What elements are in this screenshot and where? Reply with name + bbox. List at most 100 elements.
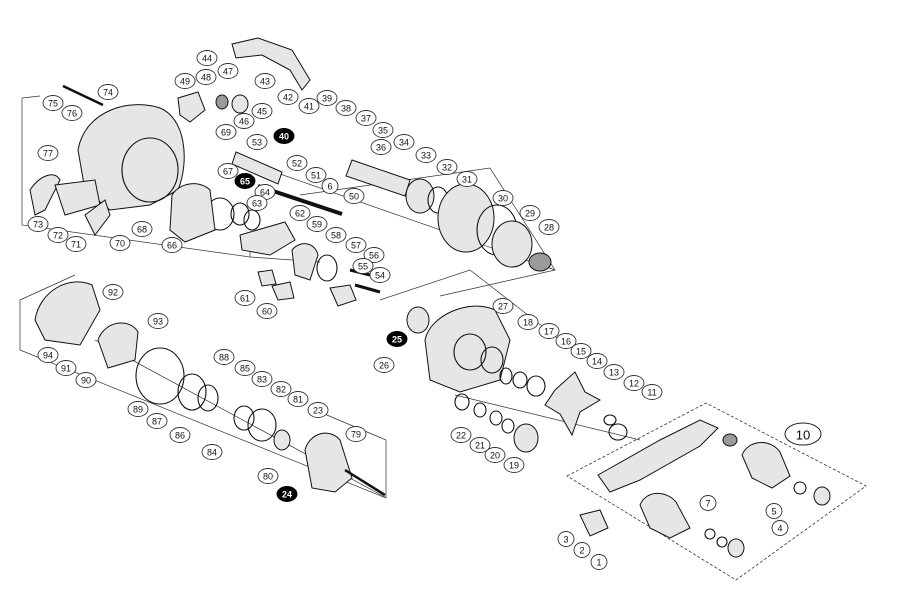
callout-bubble bbox=[286, 155, 308, 171]
callout-bubble bbox=[306, 216, 328, 232]
callout-label: 38 bbox=[341, 104, 351, 114]
callout-label: 53 bbox=[252, 138, 262, 148]
callout-32: 32 bbox=[436, 159, 458, 175]
callout-6: 6 bbox=[321, 178, 339, 194]
callout-bubble bbox=[557, 531, 575, 547]
group-label-handle-assembly: 10 bbox=[784, 422, 822, 446]
callout-label: 13 bbox=[609, 368, 619, 378]
callout-81: 81 bbox=[287, 391, 309, 407]
callout-bubble bbox=[386, 331, 408, 347]
callout-label: 74 bbox=[103, 88, 113, 98]
callout-bubble bbox=[256, 303, 278, 319]
callout-14: 14 bbox=[586, 353, 608, 369]
callout-label: 54 bbox=[375, 271, 385, 281]
callout-54: 54 bbox=[369, 267, 391, 283]
callout-label: 55 bbox=[358, 262, 368, 272]
callout-bubble bbox=[55, 360, 77, 376]
callout-92: 92 bbox=[102, 284, 124, 300]
callout-bubble bbox=[372, 122, 394, 138]
frame-cover-part bbox=[84, 199, 111, 236]
side-cover-part bbox=[29, 174, 61, 216]
callout-label: 51 bbox=[311, 171, 321, 181]
callout-label: 5 bbox=[771, 507, 776, 517]
callout-label: 63 bbox=[252, 199, 262, 209]
callout-bubble bbox=[373, 357, 395, 373]
callout-20: 20 bbox=[484, 447, 506, 463]
callout-84: 84 bbox=[201, 444, 223, 460]
callout-30: 30 bbox=[492, 190, 514, 206]
callout-label: 14 bbox=[592, 357, 602, 367]
callout-label: 48 bbox=[201, 73, 211, 83]
callout-label: 82 bbox=[276, 385, 286, 395]
callout-bubble bbox=[771, 520, 789, 536]
callout-bubble bbox=[234, 290, 256, 306]
main-gear-part bbox=[437, 183, 495, 253]
callout-29: 29 bbox=[519, 205, 541, 221]
callout-label: 44 bbox=[202, 54, 212, 64]
callout-45: 45 bbox=[251, 103, 273, 119]
callout-label: 72 bbox=[53, 231, 63, 241]
callout-label: 52 bbox=[292, 159, 302, 169]
callout-label: 42 bbox=[283, 93, 293, 103]
callout-88: 88 bbox=[213, 349, 235, 365]
callout-label: 75 bbox=[48, 99, 58, 109]
callout-bubble bbox=[217, 63, 239, 79]
callout-label: 69 bbox=[221, 128, 231, 138]
callout-bubble bbox=[217, 163, 239, 179]
callout-bubble bbox=[146, 413, 168, 429]
callout-bubble bbox=[147, 313, 169, 329]
callout-label: 27 bbox=[498, 302, 508, 312]
callout-label: 26 bbox=[379, 361, 389, 371]
callout-74: 74 bbox=[97, 84, 119, 100]
callout-label: 61 bbox=[240, 294, 250, 304]
callout-27: 27 bbox=[492, 298, 514, 314]
callout-bubble bbox=[213, 349, 235, 365]
callout-bubble bbox=[321, 178, 339, 194]
callout-87: 87 bbox=[146, 413, 168, 429]
callout-57: 57 bbox=[345, 237, 367, 253]
callout-label: 37 bbox=[361, 114, 371, 124]
callout-bubble bbox=[765, 503, 783, 519]
callout-23: 23 bbox=[307, 402, 329, 418]
callout-bubble bbox=[570, 343, 592, 359]
callout-bubble bbox=[47, 227, 69, 243]
callout-bubble bbox=[273, 128, 295, 144]
callout-28: 28 bbox=[538, 219, 560, 235]
callout-34: 34 bbox=[393, 134, 415, 150]
handle-arm-part bbox=[597, 419, 719, 493]
callout-44: 44 bbox=[196, 50, 218, 66]
callout-26: 26 bbox=[373, 357, 395, 373]
callout-bubble bbox=[174, 73, 196, 89]
callout-bubble bbox=[415, 147, 437, 163]
callout-label: 45 bbox=[257, 107, 267, 117]
callout-1: 1 bbox=[590, 554, 608, 570]
callout-label: 67 bbox=[223, 167, 233, 177]
callout-53: 53 bbox=[246, 134, 268, 150]
drive-shaft-part bbox=[231, 151, 283, 185]
callout-68: 68 bbox=[131, 221, 153, 237]
callout-bubble bbox=[325, 227, 347, 243]
callout-label: 92 bbox=[108, 288, 118, 298]
callout-90: 90 bbox=[75, 372, 97, 388]
callout-bubble bbox=[469, 437, 491, 453]
callout-bubble bbox=[195, 69, 217, 85]
callout-5: 5 bbox=[765, 503, 783, 519]
callout-86: 86 bbox=[169, 427, 191, 443]
callout-label: 91 bbox=[61, 364, 71, 374]
callout-label: 88 bbox=[219, 353, 229, 363]
callout-bubble bbox=[42, 95, 64, 111]
callout-56: 56 bbox=[363, 247, 385, 263]
callout-label: 12 bbox=[629, 379, 639, 389]
callout-bubble bbox=[503, 457, 525, 473]
callout-bubble bbox=[355, 110, 377, 126]
callout-label: 40 bbox=[279, 132, 289, 142]
callout-label: 58 bbox=[331, 231, 341, 241]
callout-42: 42 bbox=[277, 89, 299, 105]
callout-bubble bbox=[97, 84, 119, 100]
callout-60: 60 bbox=[256, 303, 278, 319]
callout-bubble bbox=[352, 258, 374, 274]
callout-25: 25 bbox=[386, 331, 408, 347]
callout-bubble bbox=[492, 298, 514, 314]
callout-bubble bbox=[343, 188, 365, 204]
callout-bubble bbox=[641, 384, 663, 400]
